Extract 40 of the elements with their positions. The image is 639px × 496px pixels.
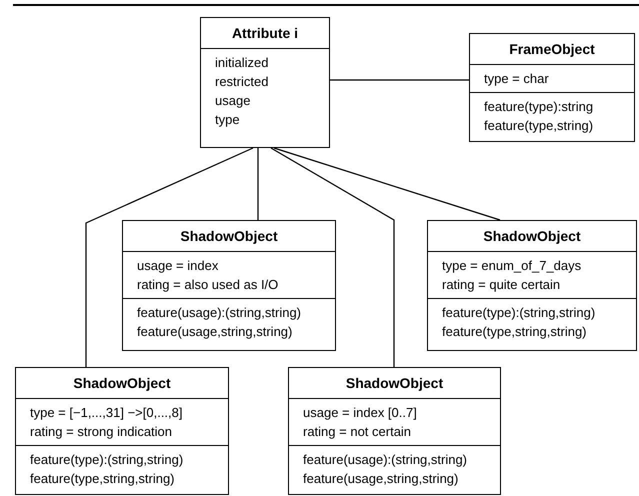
method-text: feature(usage,string,string) <box>303 470 460 488</box>
method-text: feature(usage):(string,string) <box>137 304 302 322</box>
class-box <box>427 220 637 351</box>
method-text: feature(type,string,string) <box>30 470 176 488</box>
class-name: ShadowObject <box>179 227 279 245</box>
connector-line <box>257 148 259 220</box>
attribute-text: type = [−1,...,31] −>[0,...,8] <box>30 404 184 422</box>
class-name: ShadowObject <box>482 227 582 245</box>
method-text: feature(type,string) <box>484 117 594 135</box>
method-text: feature(usage):(string,string) <box>303 451 468 469</box>
connector-line <box>270 147 395 367</box>
class-box <box>288 367 501 495</box>
class-name: ShadowObject <box>344 374 444 392</box>
attribute-text: restricted <box>215 73 270 91</box>
class-box <box>15 367 229 495</box>
method-text: feature(type,string,string) <box>442 323 588 341</box>
attribute-text: type = char <box>484 70 550 88</box>
method-text: feature(type):(string,string) <box>30 451 184 469</box>
attribute-text: rating = quite certain <box>442 276 562 294</box>
connector-line <box>330 79 469 81</box>
attribute-text: rating = not certain <box>303 423 412 441</box>
connector-line <box>274 147 500 221</box>
attribute-text: rating = also used as I/O <box>137 276 280 294</box>
class-box <box>469 33 635 142</box>
attribute-text: type <box>215 111 241 129</box>
attribute-text: initialized <box>215 54 270 72</box>
attribute-text: usage = index [0..7] <box>303 404 418 422</box>
method-text: feature(usage,string,string) <box>137 323 294 341</box>
attribute-text: type = enum_of_7_days <box>442 257 582 275</box>
method-text: feature(type):string <box>484 98 594 116</box>
attribute-text: usage <box>215 92 252 110</box>
class-name: FrameObject <box>508 40 596 58</box>
class-box <box>122 220 336 351</box>
connector-line <box>85 147 254 367</box>
class-name: Attribute i <box>230 24 300 42</box>
class-name: ShadowObject <box>72 374 172 392</box>
attribute-text: usage = index <box>137 257 220 275</box>
method-text: feature(type):(string,string) <box>442 304 596 322</box>
class-box <box>200 17 330 148</box>
attribute-text: rating = strong indication <box>30 423 174 441</box>
